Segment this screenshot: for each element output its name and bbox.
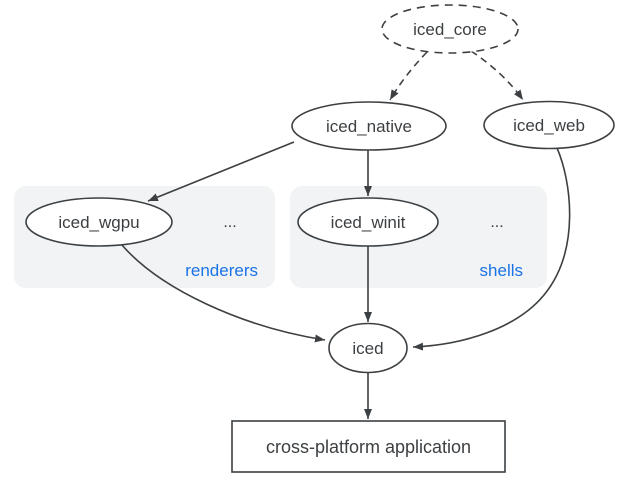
node-iced_wgpu-shape: [25, 197, 173, 247]
renderers-group-label: renderers: [185, 261, 258, 280]
edge-iced_native-to-iced_wgpu: [147, 141, 295, 202]
node-iced-label: iced: [352, 339, 383, 358]
node-iced_winit-shape: [297, 197, 439, 247]
node-iced_web-shape: [483, 100, 615, 150]
node-application-shape: [231, 420, 506, 473]
edge-iced_core-to-iced_web: [470, 50, 524, 101]
node-iced_core-shape: [381, 4, 519, 54]
node-iced_core-label: iced_core: [413, 20, 487, 39]
node-iced_winit-label: iced_winit: [331, 213, 406, 232]
node-iced_wgpu-label: iced_wgpu: [58, 213, 139, 232]
node-iced_web-label: iced_web: [513, 116, 585, 135]
edge-iced_web-to-iced: [412, 147, 571, 351]
edge-iced_wgpu-to-iced: [121, 244, 326, 343]
node-iced_native-shape: [291, 101, 447, 151]
shells-group-label: shells: [480, 261, 523, 280]
node-iced-shape: [328, 322, 408, 374]
node-application-label: cross-platform application: [266, 437, 471, 457]
renderers-ellipsis: ...: [223, 214, 236, 231]
shells-ellipsis: ...: [490, 214, 503, 231]
edge-iced_core-to-iced_native: [389, 51, 428, 101]
node-iced_native-label: iced_native: [326, 117, 412, 136]
